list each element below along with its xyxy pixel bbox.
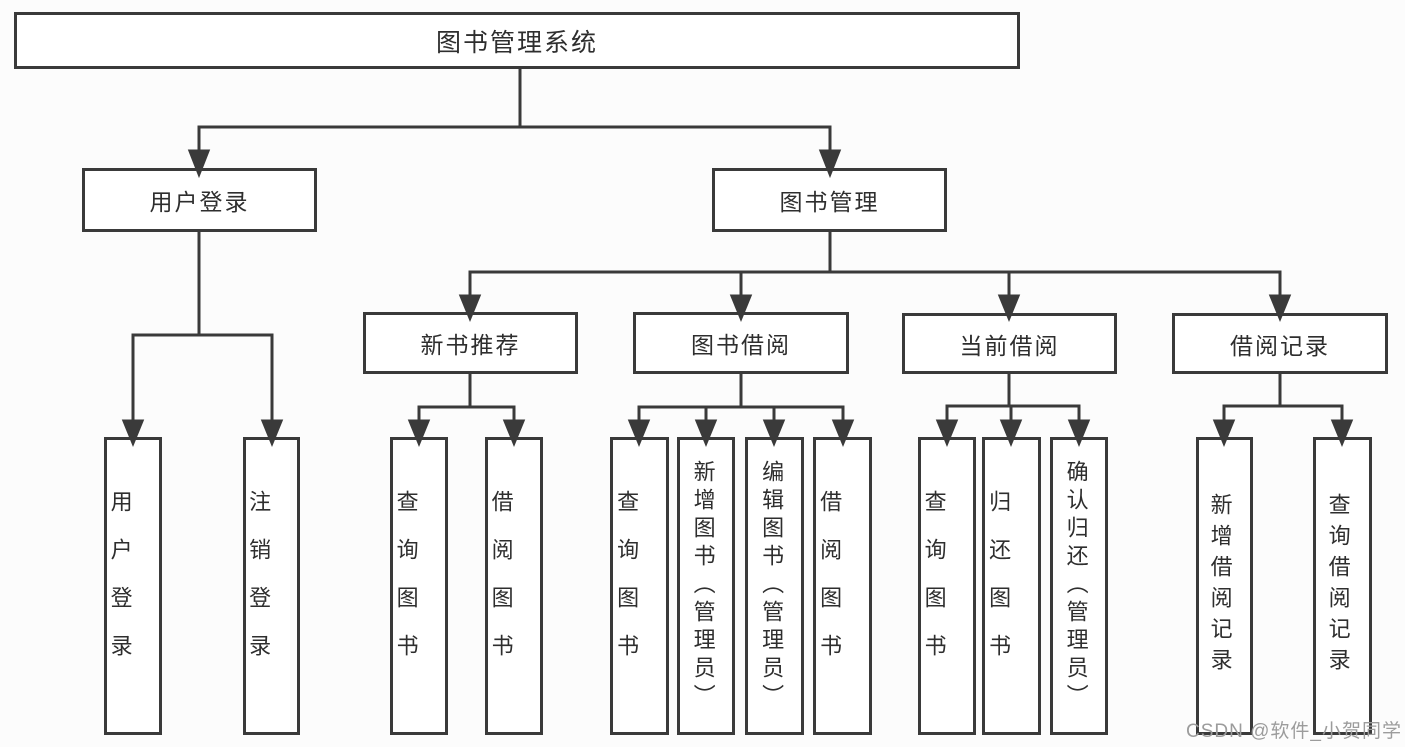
leaf-label: 查询图书: [614, 490, 640, 682]
leaf-label: 借阅图书: [817, 490, 843, 682]
csdn-watermark: CSDN @软件_小贺同学: [1186, 721, 1402, 742]
leaf-label: 编辑图书（管理员）: [759, 460, 785, 712]
leaf-label: 查询借阅记录: [1325, 493, 1351, 679]
leaf-user-login: 用户登录: [104, 437, 162, 735]
leaf-label: 借阅图书: [488, 490, 514, 682]
node-book-borrowing: 图书借阅: [633, 312, 849, 374]
leaf-label: 注销登录: [246, 490, 272, 682]
leaf-edit-book-admin: 编辑图书（管理员）: [745, 437, 804, 735]
leaf-confirm-return-admin: 确认归还（管理员）: [1050, 437, 1108, 735]
leaf-query-books-borrowing: 查询图书: [610, 437, 669, 735]
leaf-label: 归还图书: [986, 490, 1012, 682]
leaf-add-borrow-record: 新增借阅记录: [1196, 437, 1253, 735]
leaf-label: 查询图书: [921, 490, 947, 682]
leaf-label: 新增图书（管理员）: [690, 460, 716, 712]
node-user-login: 用户登录: [82, 168, 317, 232]
leaf-borrow-books-recommend: 借阅图书: [485, 437, 543, 735]
node-book-management: 图书管理: [712, 168, 947, 232]
leaf-query-books-recommend: 查询图书: [390, 437, 448, 735]
leaf-return-books: 归还图书: [982, 437, 1041, 735]
node-new-book-recommendation: 新书推荐: [363, 312, 578, 374]
leaf-query-books-current: 查询图书: [918, 437, 976, 735]
leaf-label: 确认归还（管理员）: [1063, 460, 1089, 712]
node-current-borrowing: 当前借阅: [902, 313, 1117, 374]
leaf-label: 用户登录: [107, 490, 133, 682]
leaf-add-book-admin: 新增图书（管理员）: [677, 437, 735, 735]
node-library-management-system: 图书管理系统: [14, 12, 1020, 69]
leaf-query-borrow-record: 查询借阅记录: [1313, 437, 1372, 735]
leaf-label: 查询图书: [393, 490, 419, 682]
leaf-logout: 注销登录: [243, 437, 300, 735]
leaf-label: 新增借阅记录: [1207, 493, 1233, 679]
leaf-borrow-books-borrowing: 借阅图书: [813, 437, 872, 735]
node-borrowing-records: 借阅记录: [1172, 313, 1388, 374]
